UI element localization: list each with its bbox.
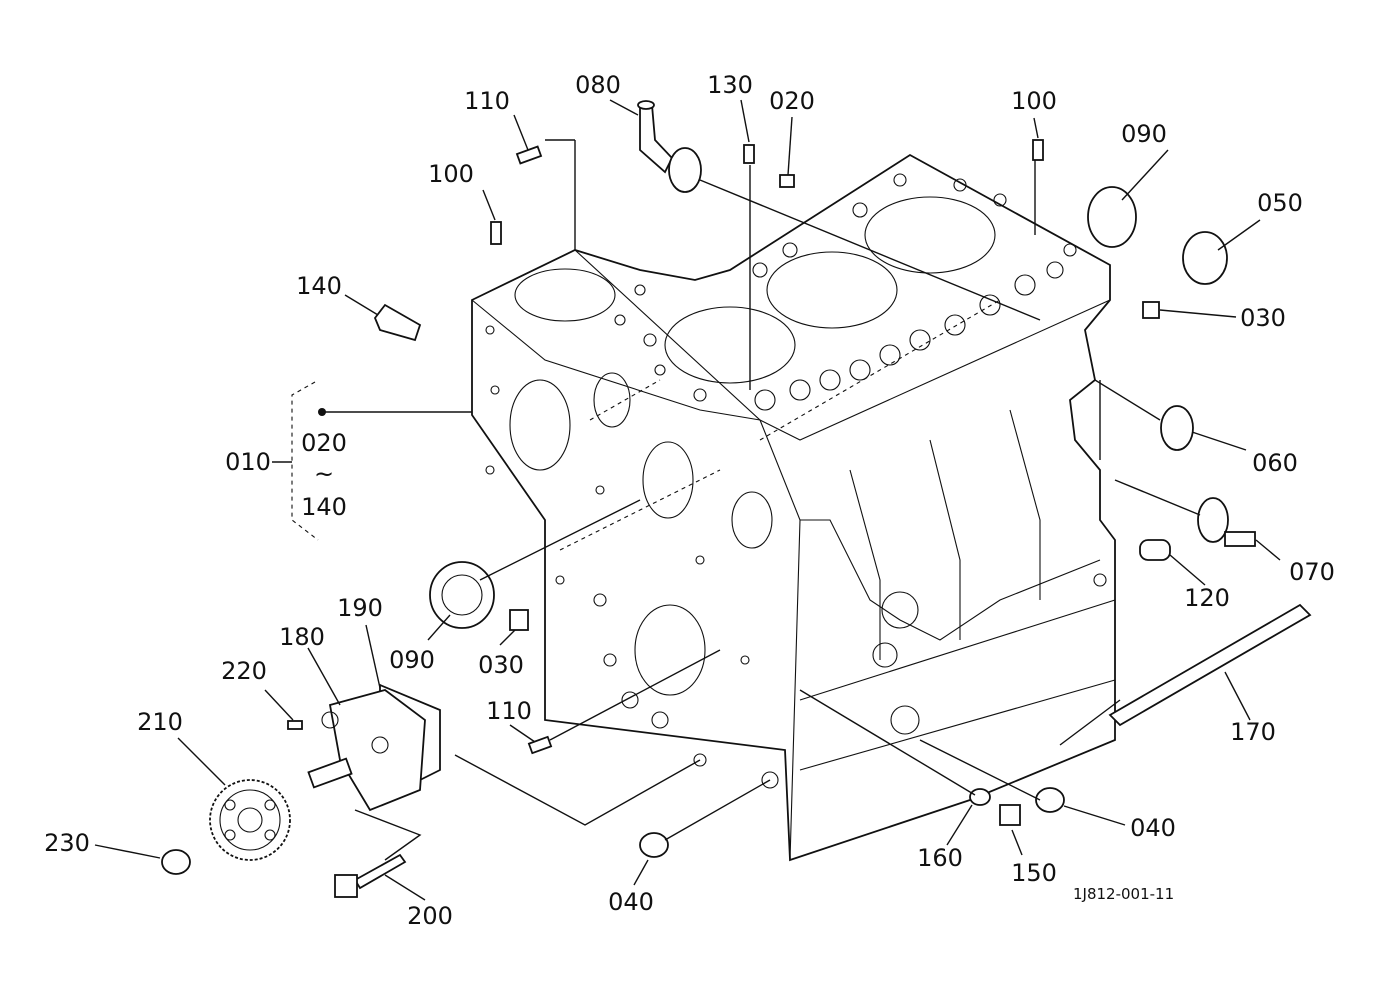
- drawing-code: 1J812-001-11: [1073, 885, 1175, 903]
- part-120-pin: [1139, 539, 1171, 561]
- group-label-main: 010: [225, 448, 271, 476]
- callout-090-left: 090: [389, 646, 435, 674]
- part-140-bolt: [373, 303, 422, 342]
- face-bolt-holes: [485, 325, 750, 767]
- callout-030-right: 030: [1240, 304, 1286, 332]
- callout-130: 130: [707, 71, 753, 99]
- callout-110-top: 110: [464, 87, 510, 115]
- part-030-plug-right: [1142, 301, 1160, 319]
- part-040-plug-bottom: [639, 832, 669, 858]
- callout-150: 150: [1011, 859, 1057, 887]
- part-200-bolt: [334, 853, 407, 898]
- callout-180: 180: [279, 623, 325, 651]
- part-150-bolt: [999, 804, 1021, 826]
- part-220-key: [287, 720, 303, 730]
- part-030-plug-left: [509, 609, 529, 631]
- part-080-pipe: [637, 100, 702, 193]
- callout-200: 200: [407, 902, 453, 930]
- part-100-pin-left: [490, 221, 502, 245]
- callout-230: 230: [44, 829, 90, 857]
- callout-170: 170: [1230, 718, 1276, 746]
- deck-holes: [614, 173, 1077, 411]
- callout-030-left: 030: [478, 651, 524, 679]
- part-130-pin: [743, 144, 755, 164]
- callout-120: 120: [1184, 584, 1230, 612]
- part-020-plug-top: [779, 174, 795, 188]
- callout-220: 220: [221, 657, 267, 685]
- callout-160: 160: [917, 844, 963, 872]
- cylinder-block: [471, 153, 1116, 862]
- callout-060: 060: [1252, 449, 1298, 477]
- group-label-tilde: ~: [313, 460, 335, 488]
- part-180-oil-pump: [307, 689, 426, 812]
- group-label-from: 020: [301, 429, 347, 457]
- callout-070: 070: [1289, 558, 1335, 586]
- part-230-nut: [161, 849, 191, 875]
- callout-110-bottom: 110: [486, 697, 532, 725]
- callout-190: 190: [337, 594, 383, 622]
- callout-210: 210: [137, 708, 183, 736]
- part-110-pin-bottom: [527, 735, 553, 755]
- callout-080: 080: [575, 71, 621, 99]
- part-090-plug-right: [1087, 186, 1137, 248]
- part-170-rod: [1108, 603, 1312, 727]
- part-110-pin-top: [515, 145, 543, 165]
- group-bracket: [272, 381, 319, 541]
- part-060-seal: [1160, 405, 1194, 451]
- callout-100-right: 100: [1011, 87, 1057, 115]
- callout-100-left: 100: [428, 160, 474, 188]
- part-050-plug: [1182, 231, 1228, 285]
- callout-040-right: 040: [1130, 814, 1176, 842]
- part-210-gear: [209, 779, 291, 861]
- callout-020-top: 020: [769, 87, 815, 115]
- part-040-plug-right: [1035, 787, 1065, 813]
- part-100-pin-right: [1032, 139, 1044, 161]
- part-090-seal-left: [429, 561, 495, 629]
- callout-050: 050: [1257, 189, 1303, 217]
- leader-lines: [94, 99, 1281, 901]
- part-070-plug: [1197, 497, 1256, 547]
- part-160-washer: [969, 788, 991, 806]
- callout-090-right: 090: [1121, 120, 1167, 148]
- callout-140: 140: [296, 272, 342, 300]
- group-label-to: 140: [301, 493, 347, 521]
- callout-040-bottom: 040: [608, 888, 654, 916]
